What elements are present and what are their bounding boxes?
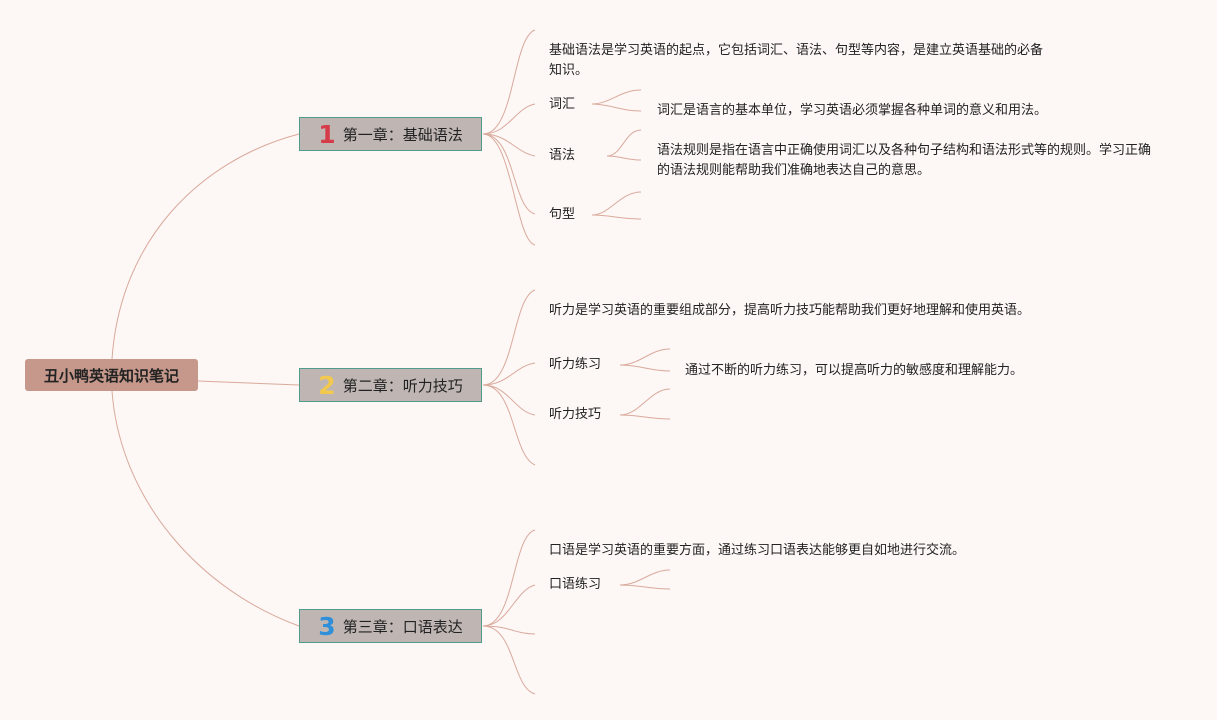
connector-cihui-b <box>591 103 642 112</box>
topic-yufa[interactable]: 语法 <box>549 148 576 163</box>
chapter-3-summary[interactable]: 口语是学习英语的重要方面，通过练习口语表达能够更自如地进行交流。 <box>549 543 966 558</box>
number-2-icon: 2 <box>318 370 336 400</box>
topic-tinglijiqiao[interactable]: 听力技巧 <box>549 407 602 422</box>
connector-root-ch1 <box>111 133 300 360</box>
connector-tinglijiqiao-a <box>619 388 671 416</box>
connector-kouyulianxi-a <box>619 569 671 586</box>
connector-ch1-juxing <box>482 133 536 215</box>
connector-yufa-b <box>606 155 642 161</box>
connector-ch3-kouyu <box>482 584 536 627</box>
connector-ch2-tingli <box>482 362 536 386</box>
connector-ch1-extra <box>482 133 536 246</box>
connector-root-ch2 <box>197 380 300 386</box>
number-3-icon: 3 <box>318 611 336 641</box>
connector-ch1-yufa <box>482 133 536 157</box>
root-label: 丑小鸭英语知识笔记 <box>43 366 179 385</box>
chapter-1-label: 第一章：基础语法 <box>342 125 463 144</box>
root-node[interactable]: 丑小鸭英语知识笔记 <box>25 359 198 391</box>
connector-ch2-extra <box>482 384 536 466</box>
topic-kouyulianxi[interactable]: 口语练习 <box>549 577 602 592</box>
connector-tinglilianxi-a <box>619 348 671 366</box>
chapter-1-node[interactable]: 1 第一章：基础语法 <box>299 117 482 151</box>
connector-ch3-extra1 <box>482 625 536 635</box>
topic-juxing[interactable]: 句型 <box>549 207 576 222</box>
chapter-2-label: 第二章：听力技巧 <box>342 376 463 395</box>
chapter-2-node[interactable]: 2 第二章：听力技巧 <box>299 368 482 402</box>
topic-yufa-detail[interactable]: 语法规则是指在语言中正确使用词汇以及各种句子结构和语法形式等的规则。学习正确的语… <box>657 143 1152 178</box>
topic-cihui-detail[interactable]: 词汇是语言的基本单位，学习英语必须掌握各种单词的意义和用法。 <box>657 103 1048 118</box>
connector-root-ch3 <box>111 390 300 627</box>
connector-tinglilianxi-b <box>619 364 671 372</box>
connector-ch2-summary <box>482 289 536 386</box>
connector-yufa-a <box>606 129 642 157</box>
connector-kouyulianxi-b <box>619 584 671 590</box>
connector-ch1-cihui <box>482 103 536 135</box>
chapter-3-label: 第三章：口语表达 <box>342 617 463 636</box>
connector-juxing-a <box>591 191 642 216</box>
connector-juxing-b <box>591 214 642 220</box>
topic-tinglilianxi[interactable]: 听力练习 <box>549 357 602 372</box>
chapter-1-summary[interactable]: 基础语法是学习英语的起点，它包括词汇、语法、句型等内容，是建立英语基础的必备知识… <box>549 43 1044 78</box>
topic-tinglilianxi-detail[interactable]: 通过不断的听力练习，可以提高听力的敏感度和理解能力。 <box>685 363 1024 378</box>
chapter-3-node[interactable]: 3 第三章：口语表达 <box>299 609 482 643</box>
connector-ch1-summary <box>482 29 536 135</box>
connector-ch3-extra2 <box>482 625 536 695</box>
topic-cihui[interactable]: 词汇 <box>549 97 576 112</box>
connector-cihui-a <box>591 89 642 105</box>
chapter-2-summary[interactable]: 听力是学习英语的重要组成部分，提高听力技巧能帮助我们更好地理解和使用英语。 <box>549 303 1031 318</box>
connector-ch3-summary <box>482 529 536 627</box>
connector-tinglijiqiao-b <box>619 414 671 420</box>
number-1-icon: 1 <box>318 119 336 149</box>
